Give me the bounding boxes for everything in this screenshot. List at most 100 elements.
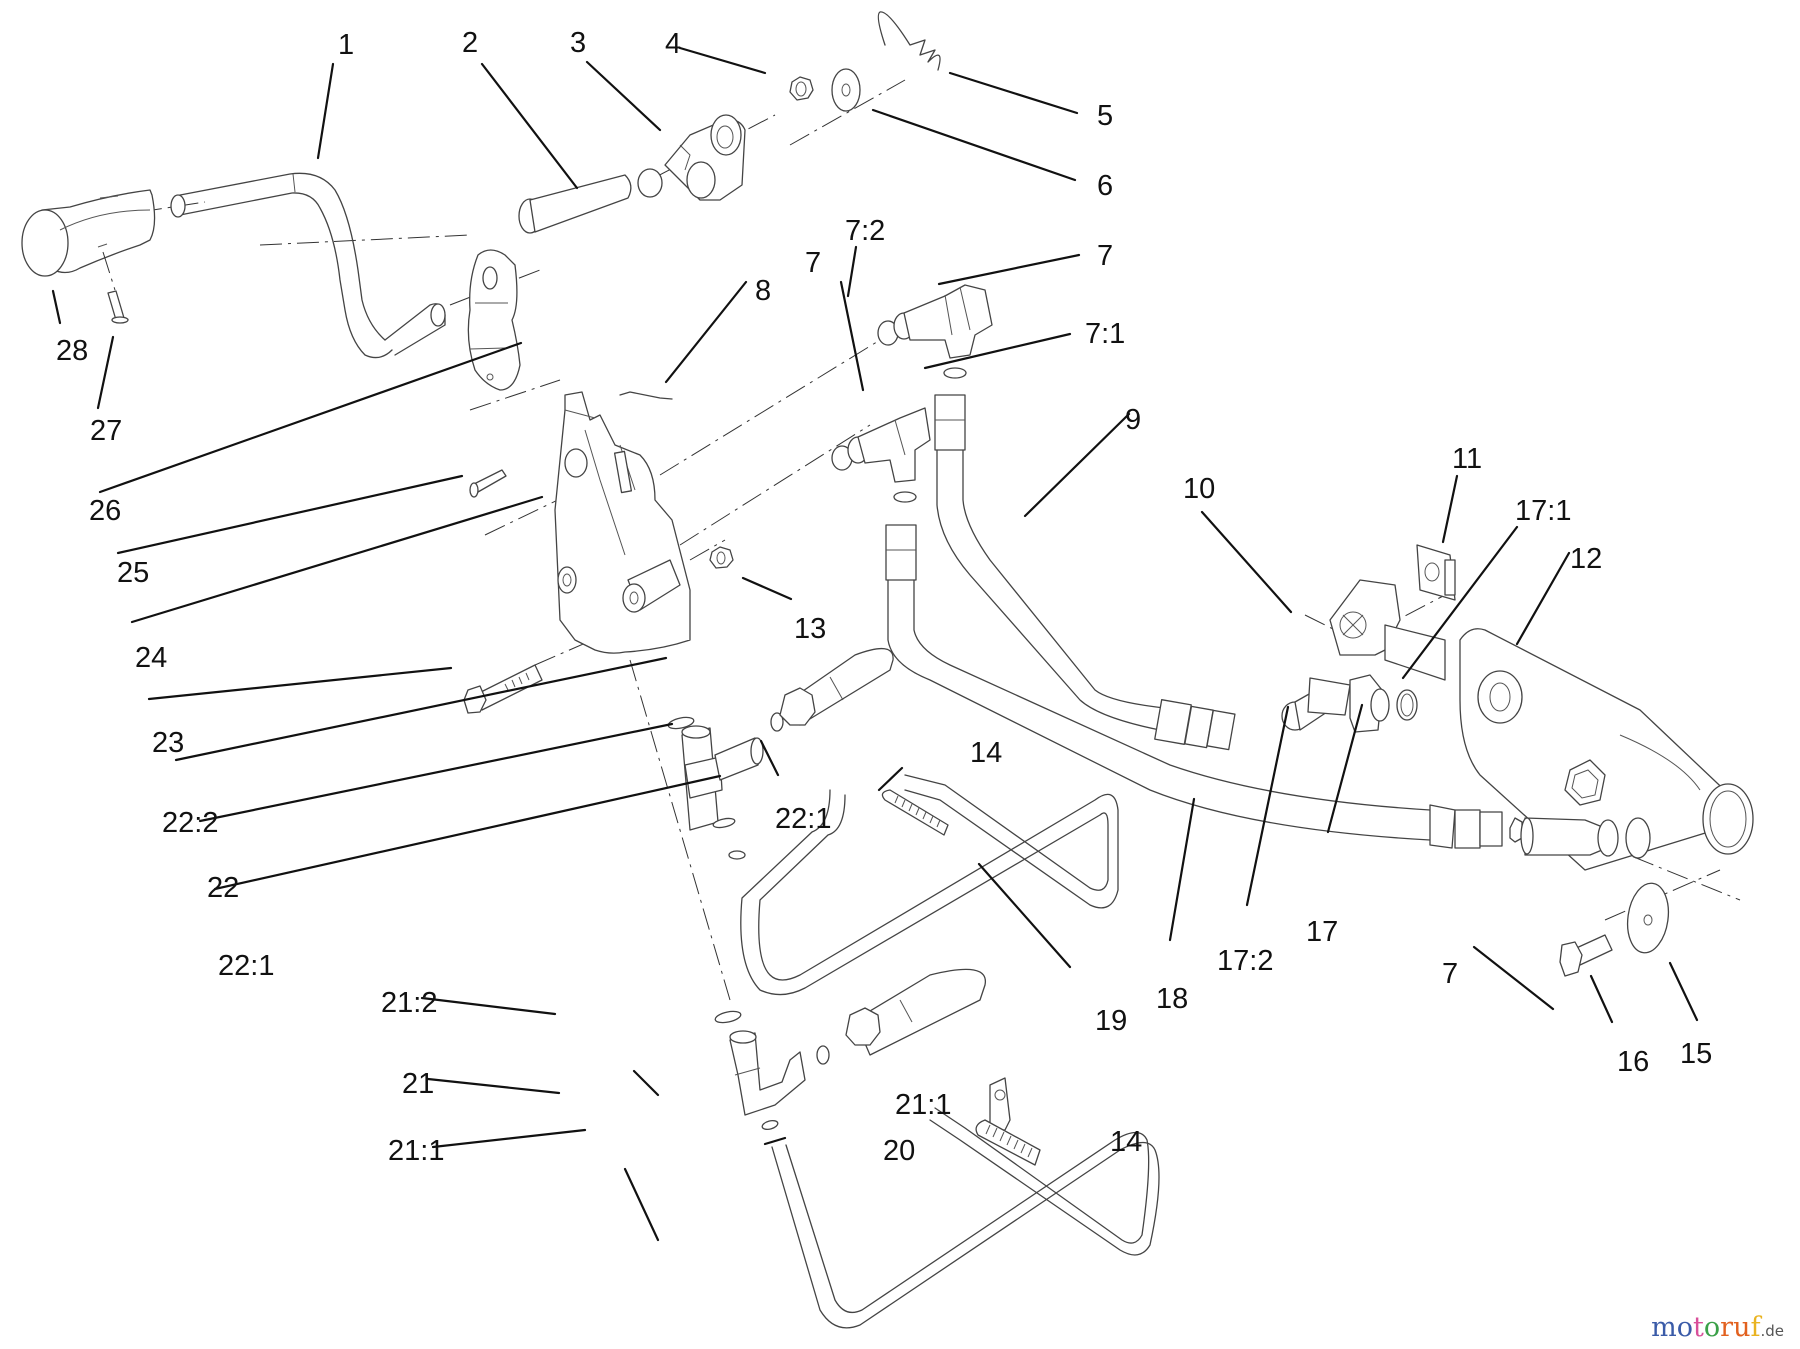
callout-3: 3 — [570, 27, 586, 59]
part-19-loop-tube — [728, 774, 1119, 996]
leader-4 — [678, 46, 767, 75]
leader-22-1-low — [213, 774, 722, 891]
part-21-elbow-fitting — [729, 1030, 806, 1116]
callout-1: 1 — [338, 29, 354, 61]
leader-14-low — [763, 1136, 787, 1146]
leader-10 — [1200, 510, 1293, 614]
watermark-letter: u — [1733, 1312, 1751, 1343]
part-23-bolt — [463, 664, 543, 714]
callout-21-1-low: 21:1 — [388, 1135, 444, 1167]
leader-lines — [51, 46, 1699, 1242]
part-14-spring-guard-upper — [881, 789, 949, 836]
part-17-elbow-fitting — [1307, 674, 1390, 733]
leader-2 — [480, 62, 579, 190]
callout-labels: 1 2 3 4 5 6 7:2 7 7 7:1 8 9 10 11 12 13 … — [56, 27, 1712, 1167]
callout-7-1: 7:1 — [1085, 318, 1125, 350]
callout-12: 12 — [1570, 543, 1602, 575]
watermark-letter: t — [1693, 1312, 1704, 1343]
part-28-handle-grip — [21, 189, 156, 277]
watermark-logo: motoruf.de — [1651, 1312, 1784, 1343]
leader-17-2 — [1245, 705, 1290, 907]
part-22-1-oring-side — [770, 712, 784, 732]
part-20-loop-tube — [771, 1107, 1160, 1329]
leader-17-1 — [1401, 525, 1519, 680]
part-3-valve-linkage — [664, 114, 746, 201]
callout-11: 11 — [1452, 443, 1482, 475]
callout-14-lower: 14 — [1110, 1126, 1142, 1158]
part-24-valve-body — [554, 391, 691, 654]
callout-21-2: 21:2 — [381, 987, 437, 1019]
part-27-pin — [102, 251, 129, 324]
leader-25 — [116, 474, 464, 555]
callout-17-1: 17:1 — [1515, 495, 1571, 527]
callout-9: 9 — [1125, 404, 1141, 436]
callout-22: 22 — [207, 872, 239, 904]
leader-16 — [1589, 974, 1614, 1024]
part-15-washer — [1626, 882, 1670, 954]
leader-13 — [741, 576, 793, 601]
part-25-pin — [469, 469, 507, 498]
callout-23: 23 — [152, 727, 184, 759]
leader-7-top — [937, 253, 1081, 286]
leader-7-2 — [846, 245, 858, 298]
part-26-lever-plate — [467, 249, 521, 391]
part-13-nut — [709, 546, 734, 569]
part-21-1-oring-side — [816, 1045, 830, 1065]
leader-23 — [147, 666, 453, 701]
leader-1 — [316, 62, 335, 160]
leader-12 — [1515, 551, 1571, 646]
leader-17 — [1326, 703, 1364, 834]
leader-7-1 — [923, 332, 1072, 370]
callout-7-lower: 7 — [1442, 958, 1458, 990]
part-2-clevis-pin — [518, 168, 663, 234]
callout-20: 20 — [883, 1135, 915, 1167]
callout-21: 21 — [402, 1068, 434, 1100]
leader-8 — [664, 280, 748, 384]
part-5-hairpin-clip — [877, 11, 941, 71]
leader-26 — [98, 341, 523, 494]
leader-28 — [51, 289, 62, 325]
part-17-1-oring — [1396, 689, 1418, 721]
leader-15 — [1668, 961, 1699, 1022]
assembly-axis-lines — [139, 79, 1741, 1001]
leader-22-2 — [174, 656, 668, 762]
callout-21-1-side: 21:1 — [895, 1089, 951, 1121]
watermark-letter: r — [1720, 1312, 1734, 1343]
leader-24 — [130, 495, 544, 624]
part-6-washer — [831, 68, 861, 112]
part-7-elbow-lower — [1509, 817, 1651, 859]
leader-20 — [623, 1167, 660, 1242]
callout-8: 8 — [755, 275, 771, 307]
part-4-nut — [789, 76, 814, 101]
callout-6: 6 — [1097, 170, 1113, 202]
part-22-tee-fitting — [681, 725, 764, 831]
hose-fitting-lower — [845, 968, 986, 1056]
callout-28: 28 — [56, 335, 88, 367]
callout-16: 16 — [1617, 1046, 1649, 1078]
leader-11 — [1441, 474, 1459, 544]
part-12-hydraulic-cylinder — [1329, 579, 1754, 871]
part-7-elbow-middle — [831, 407, 931, 503]
leader-14-top — [877, 766, 904, 792]
leader-7-low — [1472, 945, 1555, 1011]
callout-17-2: 17:2 — [1217, 945, 1273, 977]
leader-22-1-side — [759, 739, 780, 777]
part-21-1-oring-bottom — [761, 1119, 779, 1131]
leader-21-2 — [420, 996, 557, 1016]
leader-21-1-low — [431, 1128, 587, 1149]
leader-21-1-side — [632, 1069, 660, 1097]
callout-7-upper: 7 — [1097, 240, 1113, 272]
leader-27 — [96, 335, 115, 410]
part-16-bolt — [1559, 934, 1613, 977]
watermark-tld: .de — [1760, 1322, 1784, 1340]
callout-24: 24 — [135, 642, 167, 674]
callout-14-upper: 14 — [970, 737, 1002, 769]
callout-15: 15 — [1680, 1038, 1712, 1070]
part-11-retaining-clip — [1416, 544, 1456, 601]
callout-4: 4 — [665, 28, 681, 60]
callout-7-2: 7:2 — [845, 215, 885, 247]
part-14-spring-guard-lower — [975, 1077, 1041, 1166]
callout-22-1-side: 22:1 — [775, 803, 831, 835]
callout-26: 26 — [89, 495, 121, 527]
